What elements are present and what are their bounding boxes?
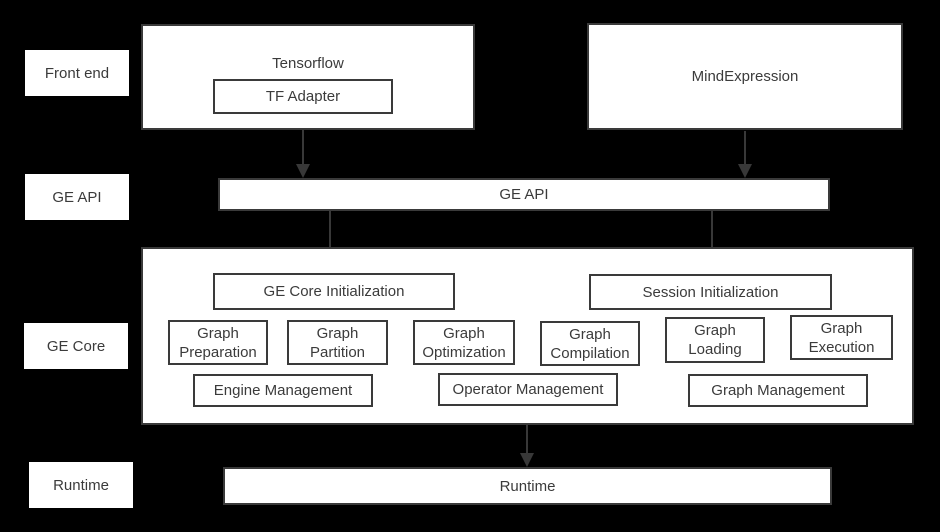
graph-partition-box: Graph Partition xyxy=(287,320,388,365)
tensorflow-box: Tensorflow TF Adapter xyxy=(141,24,475,130)
row-label-runtime: Runtime xyxy=(29,462,133,508)
ge-core-initialization-box: GE Core Initialization xyxy=(213,273,455,310)
runtime-bar: Runtime xyxy=(223,467,832,505)
row-label-ge-api: GE API xyxy=(25,174,129,220)
ge-api-bar: GE API xyxy=(218,178,830,211)
tf-adapter-box: TF Adapter xyxy=(213,79,393,114)
graph-compilation-box: Graph Compilation xyxy=(540,321,640,366)
row-label-ge-core: GE Core xyxy=(24,323,128,369)
graph-execution-box: Graph Execution xyxy=(790,315,893,360)
graph-optimization-box: Graph Optimization xyxy=(413,320,515,365)
mindexpression-box: MindExpression xyxy=(587,23,903,130)
tensorflow-label: Tensorflow xyxy=(272,55,344,72)
engine-management-box: Engine Management xyxy=(193,374,373,407)
graph-management-box: Graph Management xyxy=(688,374,868,407)
row-label-front-end: Front end xyxy=(25,50,129,96)
graph-preparation-box: Graph Preparation xyxy=(168,320,268,365)
session-initialization-box: Session Initialization xyxy=(589,274,832,310)
operator-management-box: Operator Management xyxy=(438,373,618,406)
graph-loading-box: Graph Loading xyxy=(665,317,765,363)
